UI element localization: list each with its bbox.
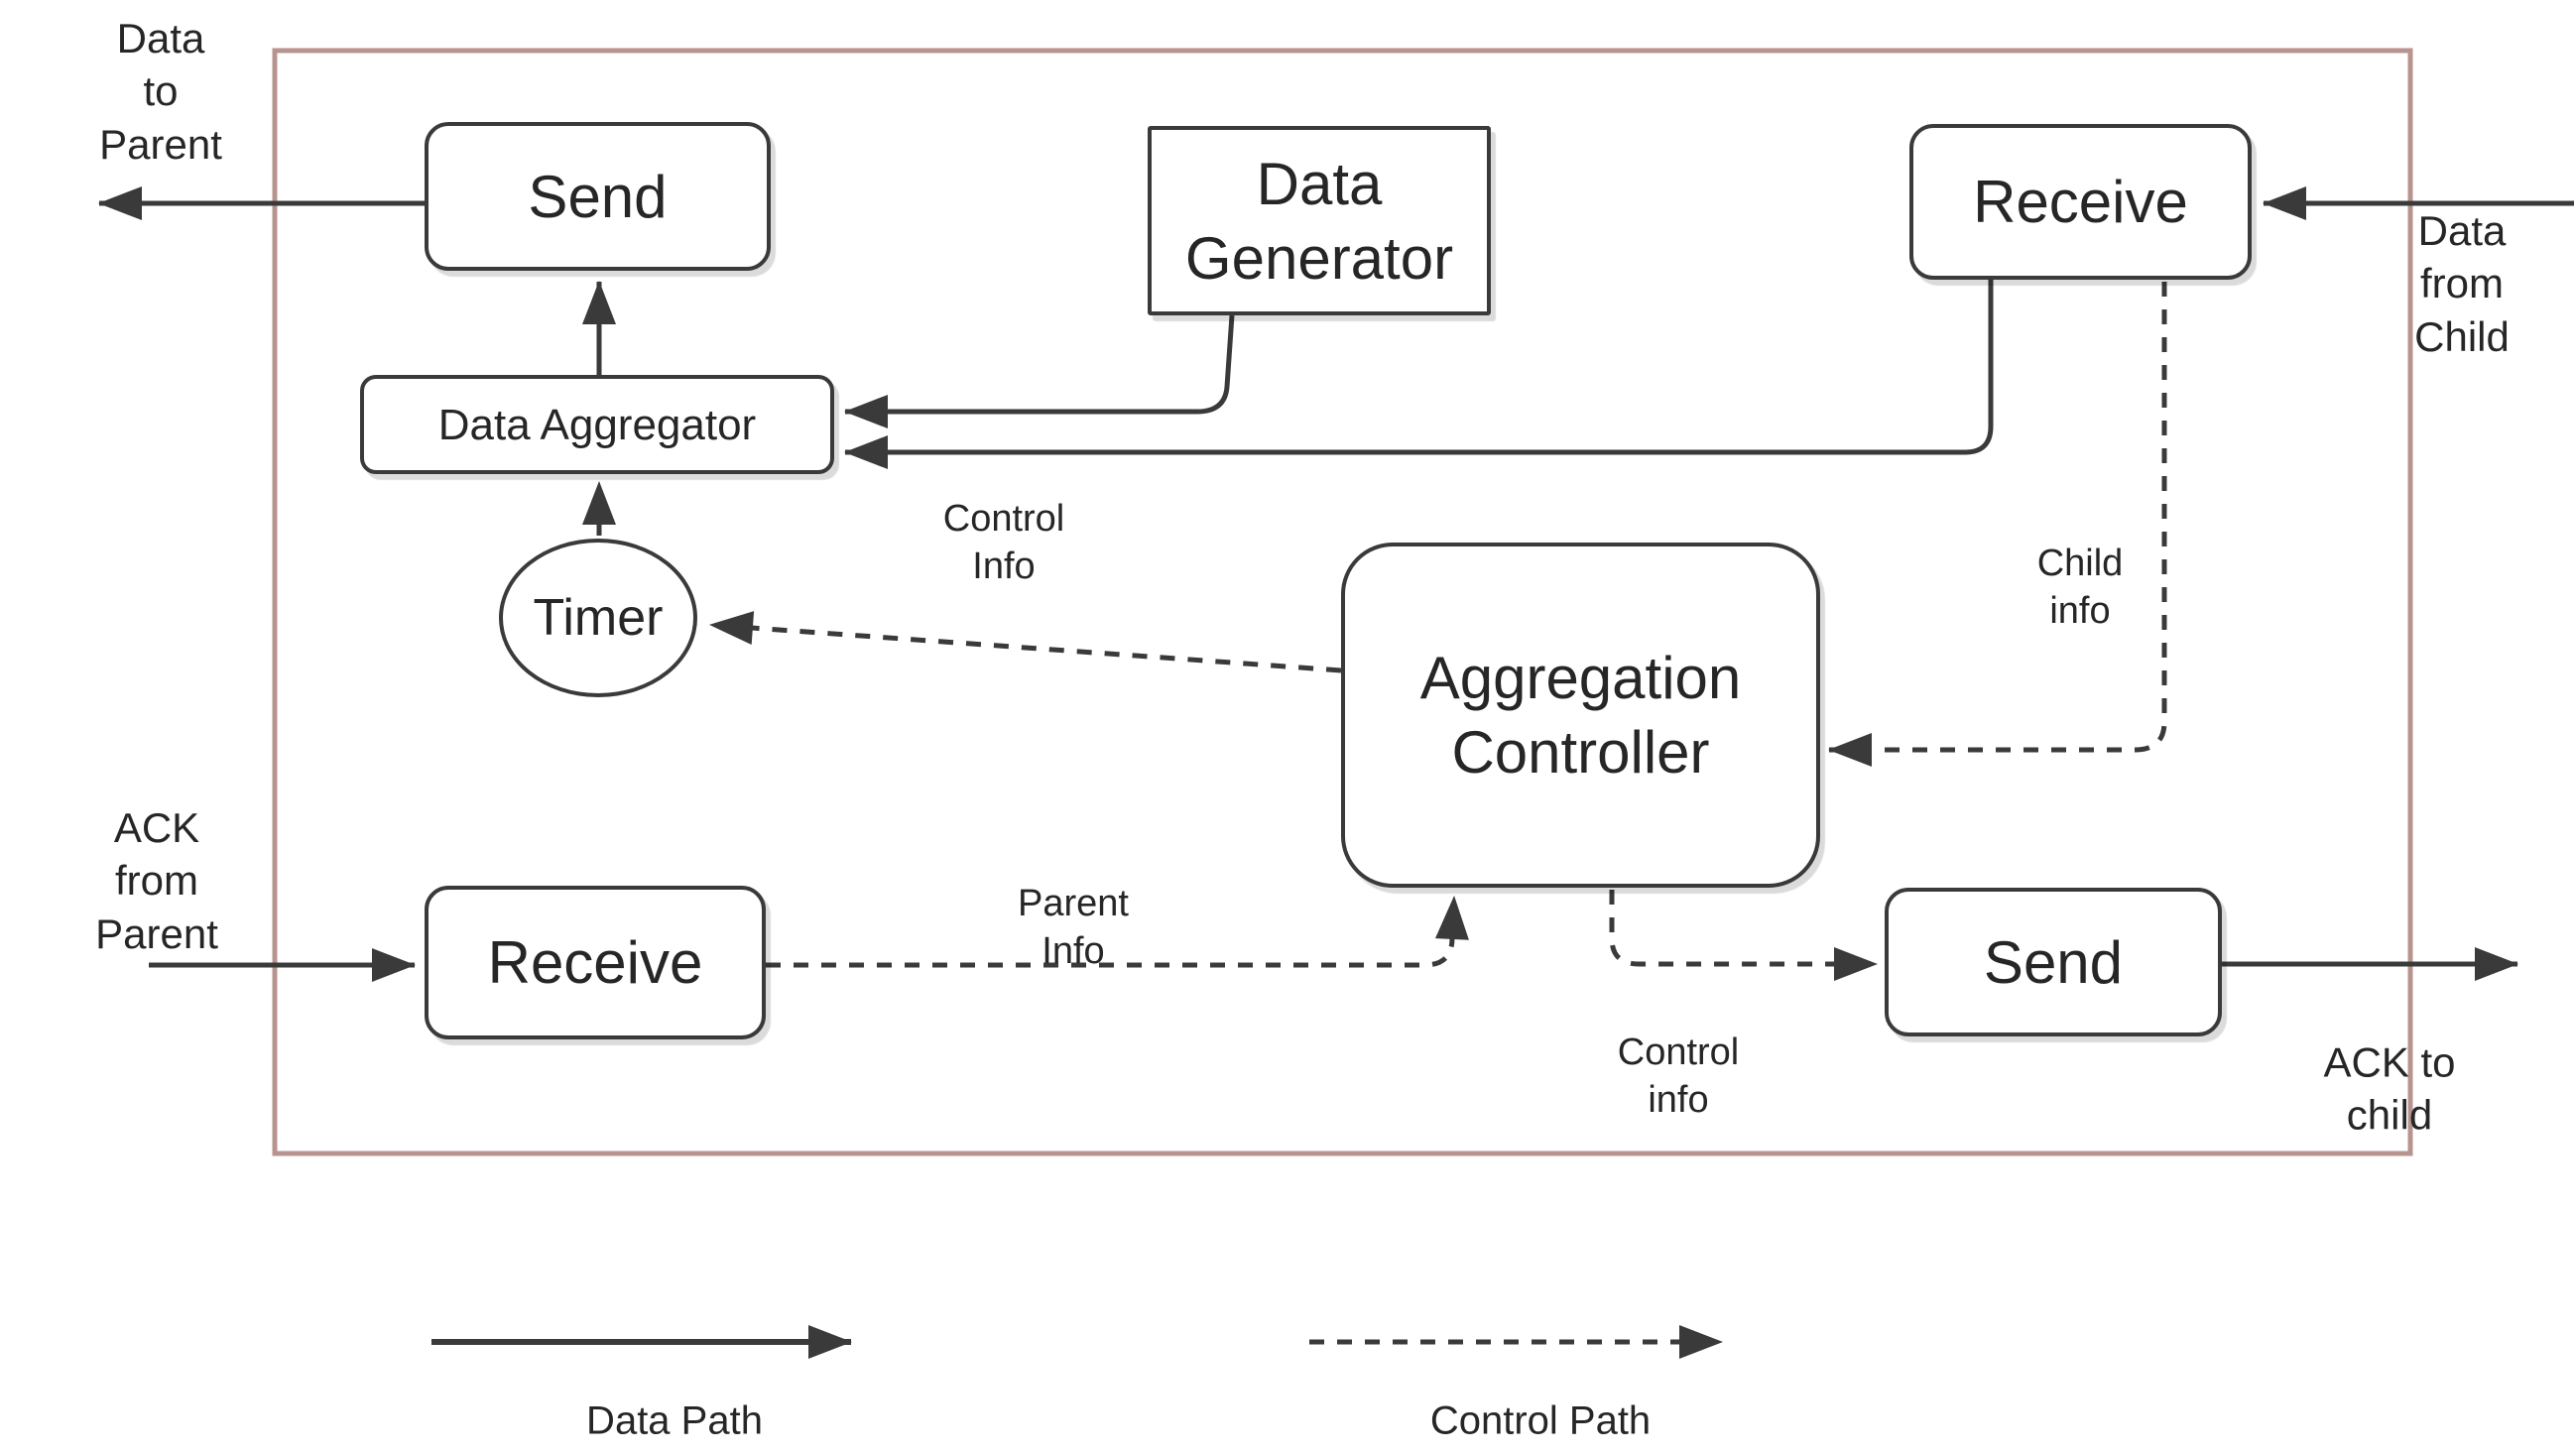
node-timer: Timer — [499, 539, 697, 697]
legend-control-path-label: Control Path — [1429, 1398, 1652, 1443]
node-send-bottom: Send — [1885, 888, 2222, 1036]
edge-parent-info-arrow — [766, 896, 1469, 968]
node-receive-top: Receive — [1909, 124, 2252, 280]
label-parent-info: Parent Info — [1018, 882, 1129, 972]
label-data-to-parent: Data to Parent — [99, 15, 222, 168]
system-boundary-box — [272, 48, 2413, 1156]
label-child-info: Child info — [2036, 542, 2124, 632]
node-send-top: Send — [425, 122, 771, 271]
label-data-from-child: Data from Child — [2414, 207, 2510, 360]
legend-data-path-label: Data Path — [586, 1398, 763, 1443]
edge-controller-to-timer-arrow — [709, 611, 1342, 673]
label-ack-to-child: ACK to child — [2323, 1038, 2456, 1139]
label-control-info-lower: Control info — [1617, 1031, 1740, 1121]
edge-control-info-to-send-arrow — [1609, 890, 1878, 981]
node-receive-bottom: Receive — [425, 886, 766, 1039]
node-aggregation-controller: Aggregation Controller — [1341, 543, 1820, 888]
node-data-aggregator: Data Aggregator — [360, 375, 834, 474]
edge-child-info-arrow — [1828, 282, 2167, 767]
edge-receive-to-aggregator-arrow — [844, 280, 1994, 469]
edge-generator-to-aggregator-arrow — [844, 314, 1235, 428]
label-control-info-upper: Control Info — [942, 497, 1065, 587]
label-ack-from-parent: ACK from Parent — [95, 804, 218, 957]
node-data-generator: Data Generator — [1148, 126, 1491, 315]
